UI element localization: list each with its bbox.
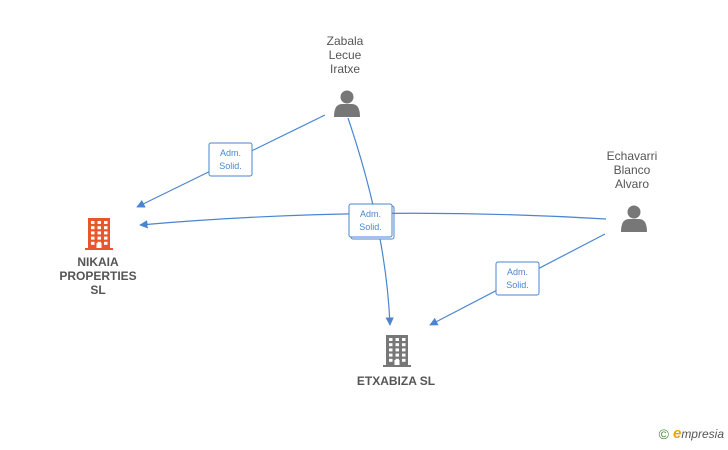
edge-label-text: Solid. bbox=[506, 280, 529, 290]
node-label-line: Blanco bbox=[614, 163, 651, 177]
node-etxabiza[interactable]: ETXABIZA SL bbox=[357, 335, 435, 388]
node-label-line: SL bbox=[90, 283, 105, 297]
edge-label-text: Adm. bbox=[220, 148, 241, 158]
edge-label-text: Solid. bbox=[219, 161, 242, 171]
brand-name: mpresia bbox=[681, 427, 724, 441]
edge-label-box[interactable] bbox=[348, 203, 393, 238]
node-label-line: Echavarri bbox=[607, 149, 658, 163]
brand-initial: e bbox=[672, 425, 682, 442]
edge-label-text: Solid. bbox=[359, 222, 382, 232]
node-label-line: Alvaro bbox=[615, 177, 649, 191]
copyright-symbol: © bbox=[658, 425, 669, 442]
edge-echavarri-etxabiza: Adm. Solid. bbox=[429, 233, 606, 326]
footer-brand: © empresia bbox=[659, 425, 724, 442]
node-label-line: Lecue bbox=[329, 48, 362, 62]
person-icon bbox=[334, 90, 360, 117]
building-icon bbox=[383, 335, 411, 367]
edge-label-text: Adm. bbox=[360, 209, 381, 219]
edge-zabala-nikaia: Adm. Solid. bbox=[136, 114, 326, 208]
node-label-line: Iratxe bbox=[330, 62, 360, 76]
edge-label-box[interactable] bbox=[495, 261, 540, 296]
edge-echavarri-nikaia: Adm. Solid. bbox=[139, 203, 607, 238]
node-label-line: NIKAIA bbox=[77, 255, 119, 269]
edge-label-text: Adm. bbox=[507, 267, 528, 277]
building-icon bbox=[85, 218, 113, 250]
node-label-line: PROPERTIES bbox=[59, 269, 136, 283]
person-icon bbox=[621, 205, 647, 232]
nodes-layer: ZabalaLecueIratxeEchavarriBlancoAlvaroNI… bbox=[59, 34, 657, 388]
brand-logo: empresia bbox=[673, 425, 724, 442]
node-label-line: Zabala bbox=[327, 34, 364, 48]
edges-layer: Adm.Solid.Adm.Solid.Adm.Solid.Adm.Solid. bbox=[136, 114, 607, 326]
node-label-line: ETXABIZA SL bbox=[357, 374, 435, 388]
edge-label-box[interactable] bbox=[208, 142, 253, 177]
